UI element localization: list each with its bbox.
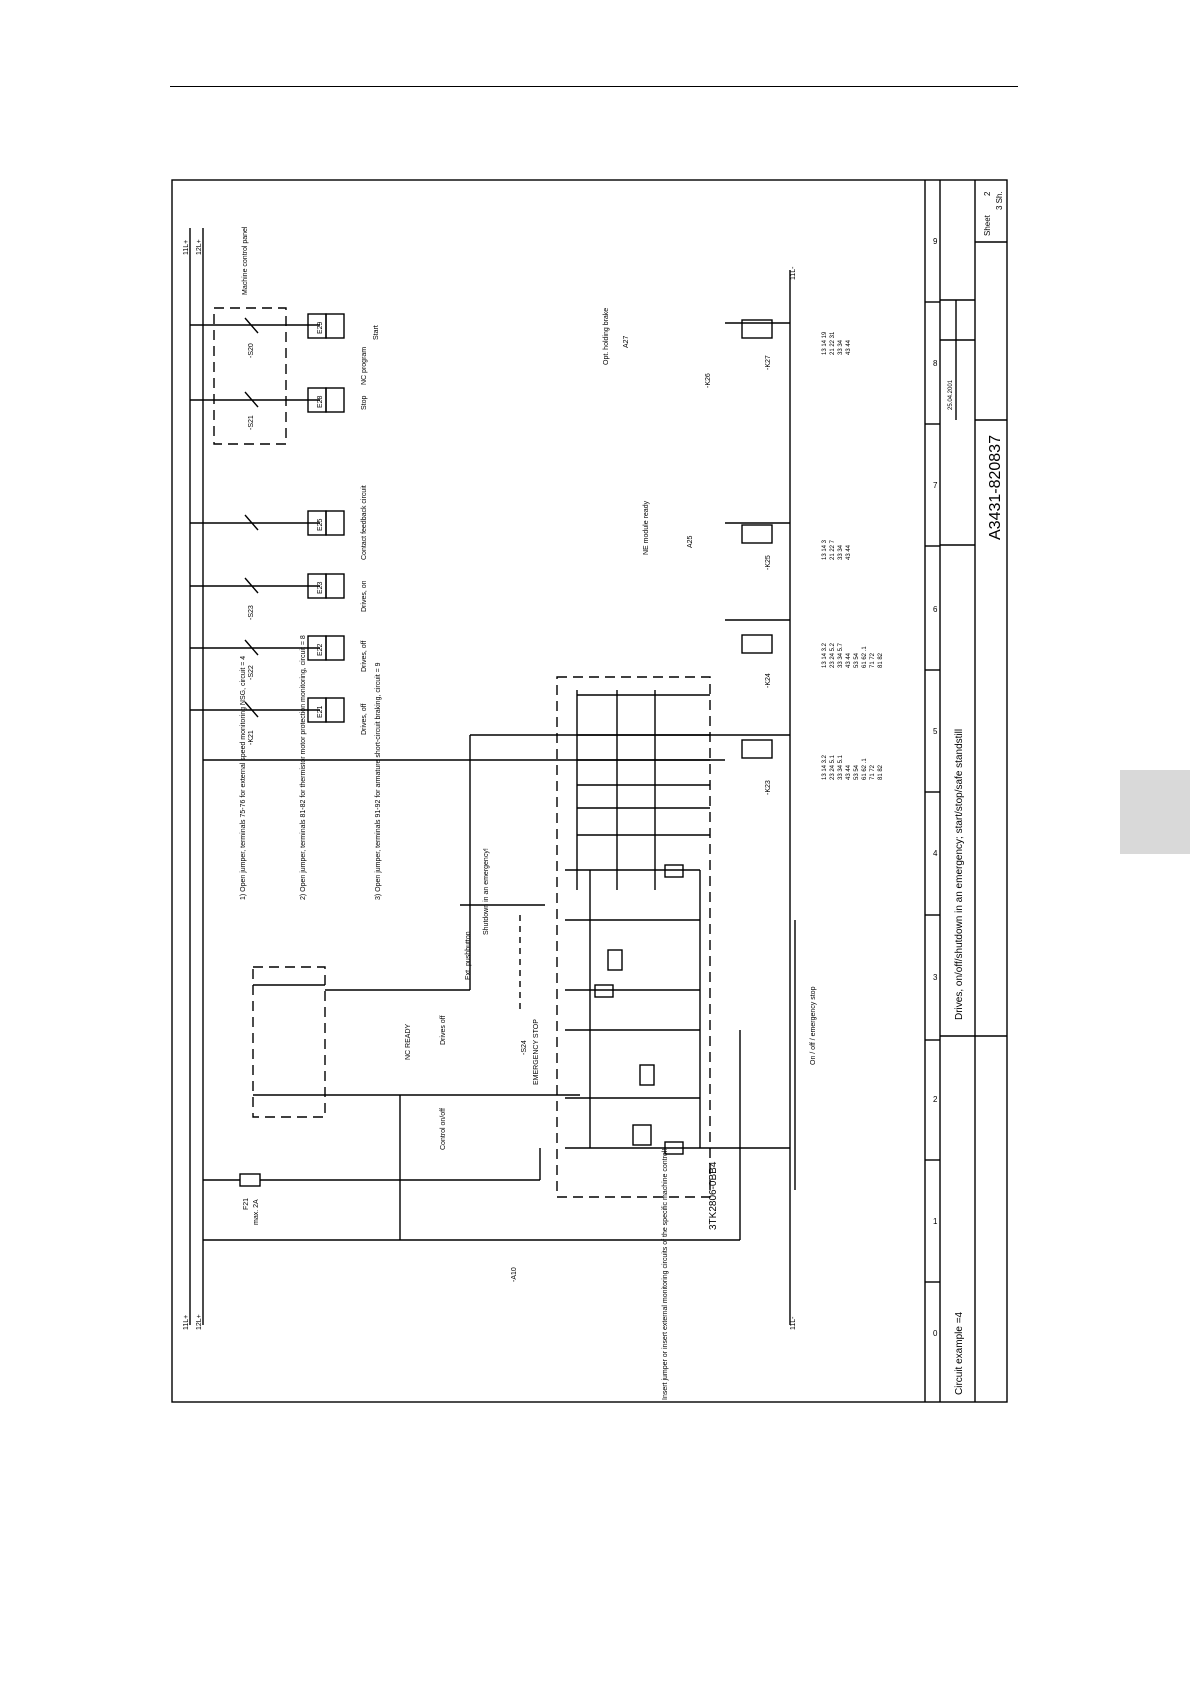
- label-a25: A25: [687, 535, 694, 548]
- sheet-total: 3 Sh.: [995, 191, 1004, 210]
- label-drives-off: Drives, off: [361, 641, 368, 672]
- label-k26: -K26: [705, 373, 712, 388]
- label-k23: -K23: [765, 780, 772, 795]
- label-nc-stop: Stop: [361, 395, 368, 410]
- k23-contacts-0: 13 14 3.2: [822, 754, 828, 780]
- rail-label-11L-top: 11L+: [183, 240, 190, 255]
- label-s21: -S21: [248, 415, 255, 430]
- k24-contacts-3: 43 44: [846, 652, 852, 668]
- drawing-number: A3431-820837: [987, 435, 1004, 540]
- label-e22: E22: [317, 643, 324, 656]
- label-device-type: 3TK2806-0BB4: [708, 1161, 719, 1230]
- k25-contacts-0: 13 14 3: [822, 539, 828, 560]
- label-s23: -S23: [248, 605, 255, 620]
- label-k25: -K25: [765, 555, 772, 570]
- k24-contacts-2: 33 34 5.7: [838, 642, 844, 668]
- k23-contacts-1: 23 24 5.1: [830, 754, 836, 780]
- rail-label-12L-top: 12L+: [196, 239, 203, 255]
- col-2: 2: [933, 1095, 938, 1104]
- col-1: 1: [933, 1217, 938, 1226]
- label-k27: -K27: [765, 355, 772, 370]
- k24-contacts-0: 13 14 3.2: [822, 642, 828, 668]
- label-k21: -K21: [248, 730, 255, 745]
- k23-contacts-3: 43 44: [846, 764, 852, 780]
- rail-label-12L-bottom: 12L+: [196, 1314, 203, 1330]
- k24-contacts-1: 23 24 5.2: [830, 642, 836, 668]
- label-a27: A27: [623, 335, 630, 348]
- note-2: 2) Open jumper, terminals 81-82 for ther…: [300, 635, 307, 900]
- sheet-label: Sheet: [983, 214, 992, 236]
- drawing-description: Drives, on/off/shutdown in an emergency;…: [954, 729, 965, 1020]
- label-emergency-stop: EMERGENCY STOP: [533, 1019, 540, 1085]
- k25-contacts-2: 33 34: [838, 544, 844, 560]
- k24-contacts-6: 71 72: [870, 652, 876, 668]
- k23-contacts-4: 53 54: [854, 764, 860, 780]
- label-e29: E29: [317, 321, 324, 334]
- col-5: 5: [933, 727, 938, 736]
- k27-contacts-0: 13 14 19: [822, 331, 828, 355]
- label-nc-program: NC program: [361, 347, 368, 385]
- label-drives-off-s22: Drives off: [440, 1016, 447, 1045]
- label-nc-module-ready: NE module ready: [643, 500, 650, 555]
- label-control-on-off: Control on/off: [440, 1108, 447, 1150]
- label-machine-control-panel: Machine control panel: [242, 226, 249, 295]
- label-drives-off-2: Drives, off: [361, 704, 368, 735]
- rail-label-11Lminus-bottom: 11L-: [790, 1316, 797, 1330]
- col-8: 8: [933, 359, 938, 368]
- label-ext-pushbutton: Ext. pushbutton: [465, 931, 472, 980]
- col-6: 6: [933, 605, 938, 614]
- rail-label-11L-bottom: 11L+: [183, 1315, 190, 1330]
- chapter-thumb-tab: [1120, 770, 1190, 854]
- label-a10: -A10: [511, 1267, 518, 1282]
- page-header-rule: [170, 86, 1018, 87]
- col-9: 9: [933, 237, 938, 246]
- k25-contacts-1: 21 22 7: [830, 539, 836, 560]
- label-k24: -K24: [765, 673, 772, 688]
- label-nc-start: Start: [373, 325, 380, 340]
- k25-contacts-3: 43 44: [846, 544, 852, 560]
- k23-contacts-6: 71 72: [870, 764, 876, 780]
- k24-contacts-7: 81 82: [878, 652, 884, 668]
- label-s24: -S24: [521, 1040, 528, 1055]
- label-shutdown: Shutdown in an emergency!: [483, 848, 490, 935]
- label-nc-ready: NC READY: [405, 1023, 412, 1060]
- k27-contacts-1: 21 22 31: [830, 331, 836, 355]
- col-0: 0: [933, 1329, 938, 1338]
- note-3: 3) Open jumper, terminals 91-92 for arma…: [375, 662, 382, 900]
- label-on-off-emergency: On / off / emergency stop: [810, 986, 817, 1065]
- drawing-date: 25.04.2001: [948, 379, 954, 410]
- safety-device-box: [556, 676, 711, 1198]
- drawing-frame: [171, 179, 1008, 1403]
- label-fuse-rating: max. 2A: [253, 1199, 260, 1225]
- k23-contacts-2: 33 34 5.1: [838, 754, 844, 780]
- label-holding-brake: Opt. holding brake: [603, 308, 610, 365]
- label-e21: E21: [317, 705, 324, 718]
- sheet-number: 2: [983, 191, 992, 196]
- col-4: 4: [933, 849, 938, 858]
- note-1: 1) Open jumper, terminals 75-76 for exte…: [240, 656, 247, 900]
- label-drives-on: Drives, on: [361, 580, 368, 612]
- col-7: 7: [933, 481, 938, 490]
- label-e28: E28: [317, 395, 324, 408]
- rail-label-11Lminus-top: 11L-: [790, 266, 797, 280]
- label-f21: F21: [243, 1198, 250, 1210]
- k23-contacts-7: 81 82: [878, 764, 884, 780]
- label-contact-feedback: Contact feedback circuit: [361, 485, 368, 560]
- label-s22: -S22: [248, 665, 255, 680]
- label-e23: E23: [317, 581, 324, 594]
- k24-contacts-5: 61 62 .1: [862, 646, 868, 668]
- k27-contacts-3: 43 44: [846, 339, 852, 355]
- k27-contacts-2: 33 34: [838, 339, 844, 355]
- k24-contacts-4: 53 54: [854, 652, 860, 668]
- label-e25: E25: [317, 518, 324, 531]
- label-s20: -S20: [248, 343, 255, 358]
- k23-contacts-5: 61 62 .1: [862, 758, 868, 780]
- label-insert-jumper: Insert jumper or insert external monitor…: [662, 1149, 669, 1400]
- col-3: 3: [933, 973, 938, 982]
- circuit-example: Circuit example =4: [954, 1311, 965, 1395]
